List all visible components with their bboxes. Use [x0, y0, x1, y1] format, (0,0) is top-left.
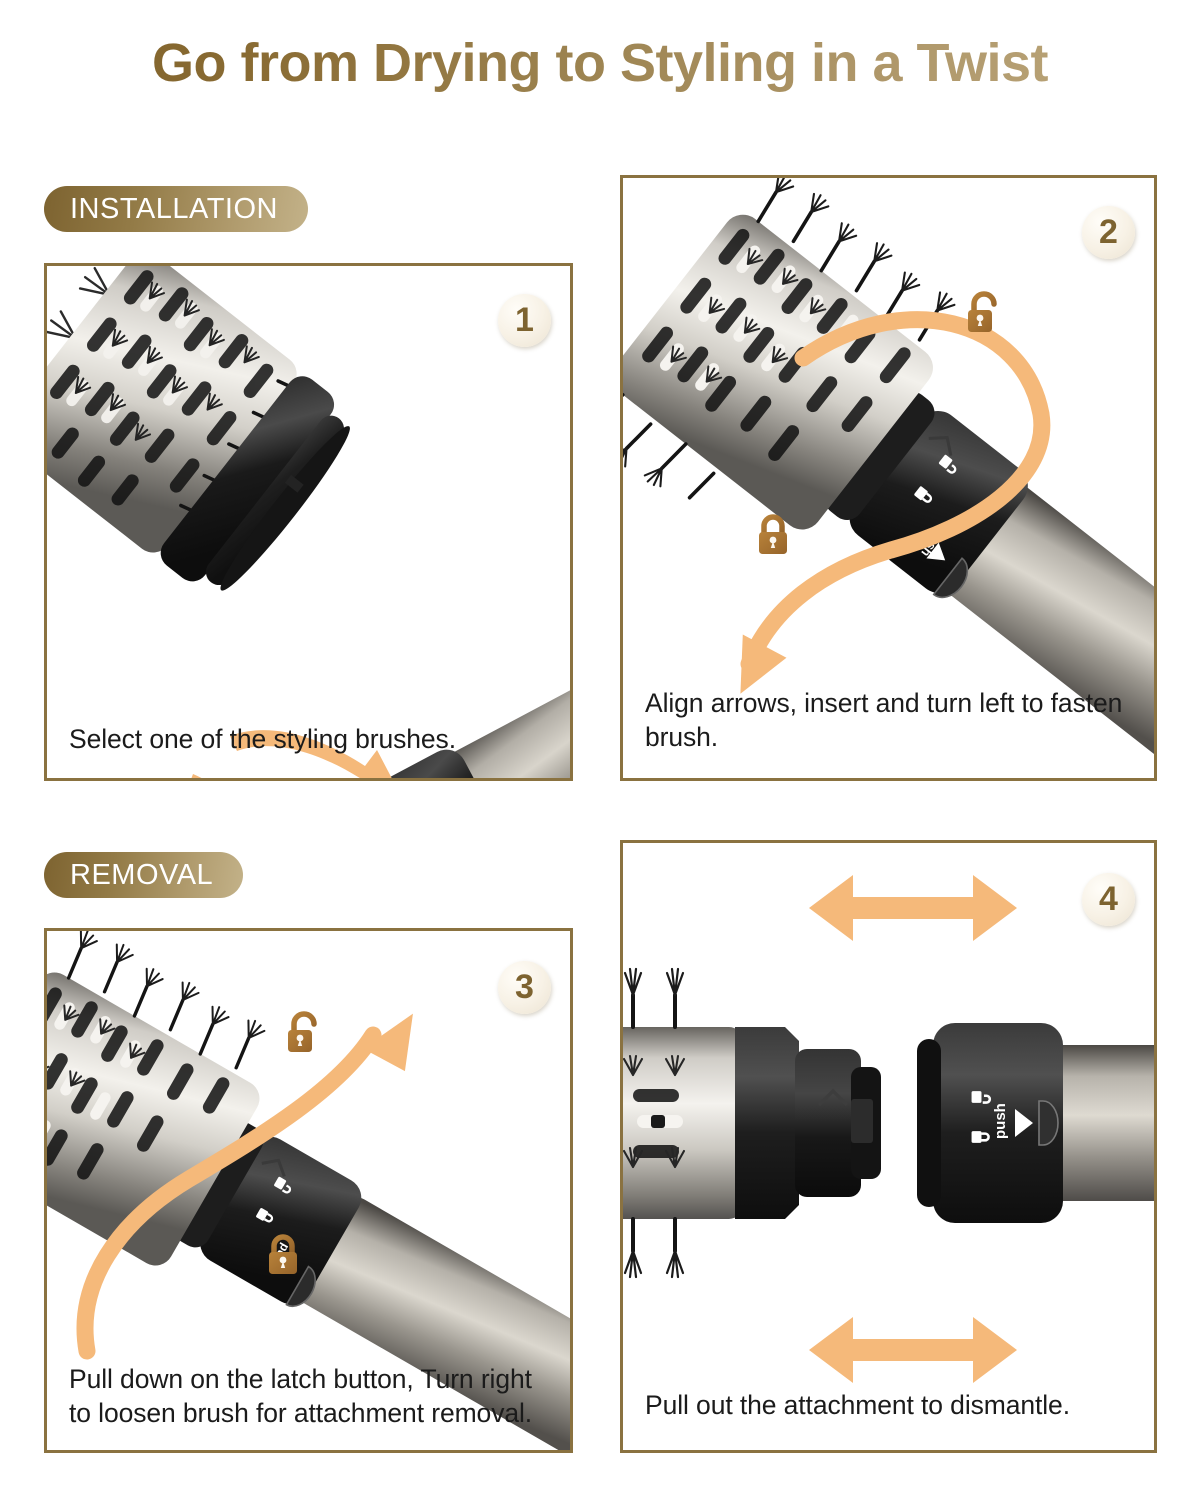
badge-disc	[1082, 873, 1135, 926]
section-label-installation: INSTALLATION	[44, 186, 308, 232]
step-1-illustration: push	[47, 266, 570, 778]
step-panel-2: push	[620, 175, 1157, 781]
step-4-illustration: push	[623, 843, 1154, 1450]
step-number-badge-2: 2	[1076, 200, 1138, 262]
badge-number: 3	[515, 968, 534, 1006]
step-panel-3: push	[44, 928, 573, 1453]
step-2-illustration: push	[623, 178, 1154, 778]
step-2-caption: Align arrows, insert and turn left to fa…	[645, 688, 1123, 752]
step-4-caption: Pull out the attachment to dismantle.	[645, 1390, 1070, 1420]
step-number-badge-1: 1	[492, 288, 554, 350]
badge-number: 4	[1099, 880, 1118, 918]
locked-padlock-icon	[755, 513, 797, 564]
step-panel-1: push 1 Select one of the stylin	[44, 263, 573, 781]
step-3-caption: Pull down on the latch button, Turn righ…	[69, 1364, 533, 1428]
badge-disc	[498, 294, 551, 347]
rotate-right-arrow	[76, 1013, 413, 1360]
badge-number: 2	[1099, 213, 1118, 251]
step-3-illustration: push	[47, 931, 570, 1450]
step-number-badge-3: 3	[492, 955, 554, 1017]
separation-arrows	[809, 875, 1017, 1383]
svg-text:push: push	[992, 1103, 1009, 1139]
step-number-badge-4: 4	[1076, 867, 1138, 929]
badge-disc	[1082, 206, 1135, 259]
section-label-removal: REMOVAL	[44, 852, 244, 898]
locked-padlock-icon	[265, 1233, 307, 1284]
badge-disc	[498, 961, 551, 1014]
step-panel-4: push 4 Pull out the attachment to disman…	[620, 840, 1157, 1453]
page-title: Go from Drying to Styling in a Twist	[0, 32, 1200, 94]
insert-arrows	[191, 730, 392, 778]
unlocked-padlock-icon	[963, 291, 1005, 342]
unlocked-padlock-icon	[283, 1011, 325, 1062]
badge-number: 1	[515, 301, 534, 339]
rotate-left-arrow	[740, 311, 1051, 694]
step-1-caption: Select one of the styling brushes.	[69, 724, 456, 754]
